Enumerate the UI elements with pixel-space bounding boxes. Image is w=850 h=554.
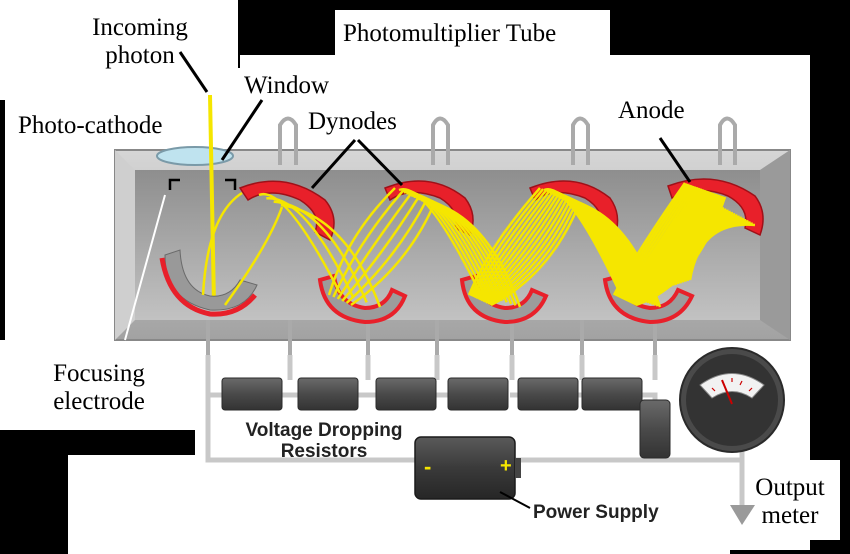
- electron-path-76: [628, 194, 701, 301]
- electron-path-29: [479, 194, 563, 302]
- anode-label: Anode: [618, 97, 685, 124]
- leader-lines: [178, 51, 692, 190]
- incoming-photon-label: Incoming photon: [84, 14, 196, 70]
- resistors-line2: Resistors: [280, 441, 368, 462]
- focusing-electrode-edge: [159, 257, 257, 317]
- electron-path-11: [350, 201, 437, 307]
- electron-path-54: [612, 182, 687, 296]
- power-supply-label: Power Supply: [533, 502, 659, 523]
- electron-path-82: [643, 201, 714, 296]
- electron-path-9: [341, 195, 421, 302]
- wiring: [205, 355, 745, 505]
- battery-plus: +: [500, 455, 512, 477]
- photocathode-bracket: [168, 178, 237, 190]
- resistors-label: Voltage Dropping Resistors: [234, 420, 414, 462]
- photocathode-label: Photo-cathode: [18, 112, 163, 139]
- electron-path-101: [688, 223, 756, 281]
- battery-minus: -: [424, 454, 432, 479]
- electron-path-33: [486, 199, 575, 305]
- electron-path-83: [645, 202, 716, 295]
- power-supply-leader: [499, 491, 531, 509]
- electron-path-77: [631, 195, 703, 300]
- electron-path-35: [490, 201, 582, 307]
- electron-path-5: [280, 203, 382, 308]
- output-meter-label: Output meter: [740, 474, 840, 530]
- electron-path-87: [655, 207, 725, 292]
- electron-path-57: [616, 184, 692, 298]
- electron-path-34: [488, 200, 579, 306]
- title: Photomultiplier Tube: [343, 20, 557, 47]
- electron-path-90: [662, 210, 732, 290]
- focusing-electrode: [164, 249, 258, 311]
- electron-path-24: [471, 189, 548, 298]
- electron-path-89: [660, 209, 729, 290]
- electron-path-8: [336, 192, 413, 300]
- electron-paths: [201, 182, 756, 308]
- electron-path-84: [648, 203, 719, 295]
- electron-path-27: [476, 192, 557, 300]
- output-meter: [679, 347, 785, 453]
- electron-path-31: [483, 197, 569, 303]
- incoming-photon-line2: photon: [105, 42, 175, 69]
- electron-path-56: [615, 183, 690, 297]
- electron-path-32: [485, 198, 572, 304]
- electron-path-79: [636, 197, 708, 299]
- load-resistor: [639, 399, 671, 459]
- focusing-electrode-line1: Focusing: [53, 360, 145, 387]
- electron-path-10: [345, 198, 429, 304]
- output-meter-line2: meter: [761, 502, 819, 529]
- electron-path-22: [467, 187, 541, 296]
- electron-path-1: [223, 206, 284, 306]
- top-pins: [278, 116, 737, 165]
- window-lens: [156, 146, 234, 166]
- electron-path-26: [474, 191, 554, 299]
- electron-path-88: [657, 208, 727, 291]
- electron-path-28: [478, 193, 560, 301]
- electron-path-58: [617, 185, 694, 298]
- electron-path-0: [201, 191, 243, 296]
- incoming-photon-line1: Incoming: [92, 14, 188, 41]
- ground-arrow: [730, 505, 755, 525]
- electron-path-25: [473, 190, 551, 298]
- electron-path-86: [652, 205, 723, 293]
- focusing-electrode-label: Focusing electrode: [14, 360, 184, 416]
- resistors: [221, 377, 643, 411]
- electron-path-3: [266, 197, 355, 299]
- electron-path-78: [633, 196, 706, 299]
- resistors-line1: Voltage Dropping: [245, 420, 403, 441]
- photon-beam: [208, 94, 216, 306]
- bottom-pins: [206, 320, 657, 358]
- output-meter-line1: Output: [755, 474, 825, 501]
- electron-path-7: [332, 189, 404, 298]
- electron-path-81: [640, 199, 712, 297]
- window-label: Window: [244, 72, 330, 99]
- electron-path-85: [650, 204, 721, 294]
- electron-path-80: [638, 198, 710, 298]
- focusing-leader: [124, 194, 166, 341]
- electron-path-23: [469, 188, 545, 297]
- electron-path-2: [258, 192, 342, 294]
- electron-path-30: [481, 196, 566, 303]
- electron-path-6: [327, 187, 396, 296]
- electron-path-55: [613, 182, 688, 297]
- electron-path-4: [273, 200, 368, 303]
- focusing-electrode-line2: electrode: [53, 388, 145, 415]
- dynodes-label: Dynodes: [308, 108, 397, 135]
- power-supply-battery: [414, 436, 521, 500]
